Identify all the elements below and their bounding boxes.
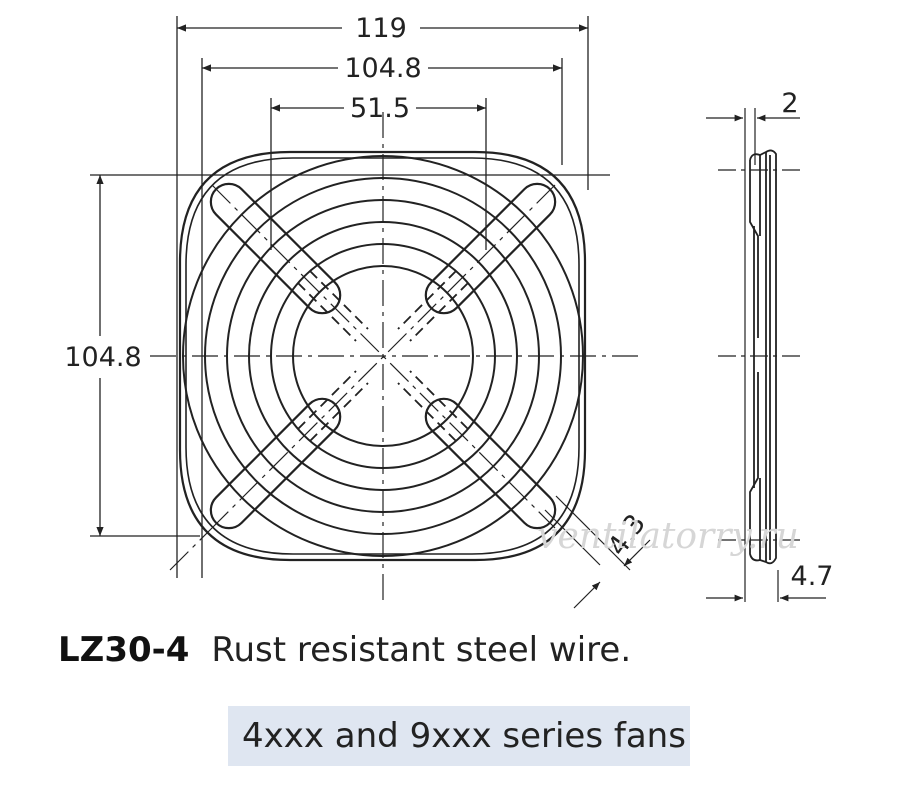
dim-side-bottom: 4.7 [791, 561, 834, 592]
dim-width-mounting: 104.8 [344, 53, 421, 84]
wire-dia-leader [544, 495, 651, 609]
caption: LZ30-4 Rust resistant steel wire. [58, 630, 631, 670]
hidden-strut-lines [297, 270, 469, 442]
series-label: 4xxx and 9xxx series fans [242, 716, 686, 756]
guard-outer-frame [178, 150, 587, 562]
model-code: LZ30-4 [58, 630, 190, 670]
dimension-lines [90, 16, 610, 578]
model-description: Rust resistant steel wire. [211, 630, 632, 670]
dim-side-top: 2 [781, 88, 798, 119]
side-view-dims [706, 108, 826, 602]
dim-width-outer: 119 [355, 13, 407, 44]
fan-guard-drawing: 119 104.8 51.5 104.8 4.3 2 4.7 ventilato… [64, 13, 834, 609]
guard-frame-inner [185, 157, 580, 555]
front-view [150, 112, 651, 609]
dim-height: 104.8 [64, 342, 141, 373]
side-view [749, 149, 777, 565]
dim-width-inner: 51.5 [350, 93, 410, 124]
series-label-box: 4xxx and 9xxx series fans [228, 706, 690, 766]
watermark: ventilatorry.ru [537, 516, 799, 557]
